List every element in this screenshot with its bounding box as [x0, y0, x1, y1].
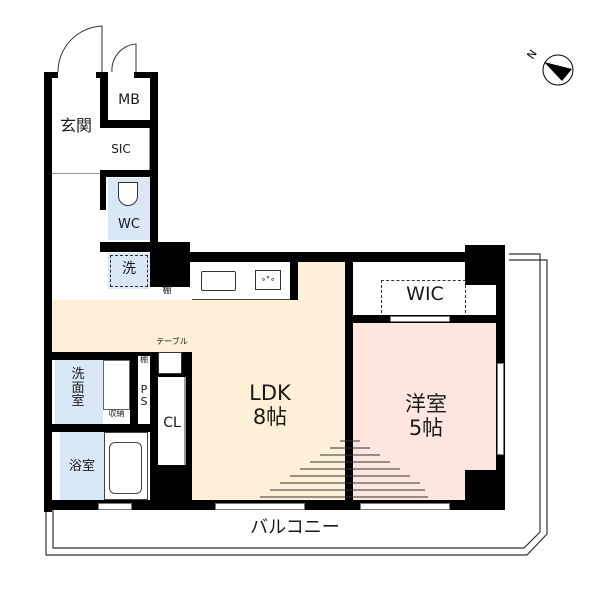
wall [52, 352, 192, 360]
window [497, 363, 504, 455]
sic-box [106, 128, 150, 170]
mb-box [108, 78, 150, 120]
laundry-label: 洗 [122, 261, 136, 277]
wall [44, 72, 52, 512]
ldk-name: LDK [249, 381, 291, 405]
window [360, 503, 450, 510]
western-room-size: 5帖 [408, 416, 444, 440]
mb-label: MB [118, 92, 140, 108]
wall [345, 262, 353, 510]
washbasin [103, 360, 130, 410]
north-compass-icon: N [524, 47, 578, 88]
sic-label: SIC [111, 142, 131, 156]
closet-label: CL [163, 415, 181, 431]
wall [100, 72, 108, 122]
stove-icon: ∘°∘ [255, 270, 281, 290]
wall [130, 352, 138, 502]
wc-label: WC [118, 217, 140, 232]
ldk-floor-main [192, 262, 348, 507]
balcony-label: バルコニー [250, 517, 340, 538]
ldk-size: 8帖 [252, 405, 288, 429]
laundry-floor [108, 253, 150, 289]
wic-dashed-box [381, 280, 466, 313]
window [215, 503, 305, 510]
wall [52, 424, 156, 432]
table-label: テーブル [156, 337, 188, 346]
wall [465, 245, 505, 285]
washroom-label: 洗 面 室 [71, 367, 85, 410]
wic-label: WIC [406, 283, 444, 305]
window [390, 316, 450, 322]
ps-shaft [138, 376, 150, 420]
storage-label: 収納 [103, 409, 130, 419]
ps-label: P S [140, 383, 148, 408]
wall [178, 252, 468, 262]
wall [150, 72, 158, 267]
wall [100, 170, 106, 210]
wic-area [353, 262, 465, 315]
entrance-label: 玄関 [59, 116, 92, 135]
washroom-floor [55, 360, 103, 424]
wall [134, 72, 158, 78]
table-box [158, 352, 182, 374]
bathroom-floor [60, 432, 104, 500]
laundry-box [110, 255, 148, 287]
wall [100, 242, 190, 252]
wall [100, 170, 155, 177]
kitchen-counter [192, 262, 290, 300]
window [98, 503, 132, 510]
shelf-label: 棚 [138, 355, 150, 365]
shelf-label: 棚 [158, 286, 176, 297]
sink-icon [201, 271, 236, 291]
floor-hatching [260, 440, 428, 498]
wall [100, 120, 155, 128]
closet [158, 377, 186, 465]
wall [44, 72, 58, 78]
entrance-area [52, 78, 100, 174]
bathroom-label: 浴室 [68, 459, 95, 474]
wall [290, 262, 298, 300]
bathtub-inner [109, 442, 142, 494]
entrance-door[interactable] [50, 20, 160, 78]
toilet-icon [118, 182, 138, 206]
western-room-name: 洋室 [405, 392, 447, 416]
wall [150, 242, 190, 287]
